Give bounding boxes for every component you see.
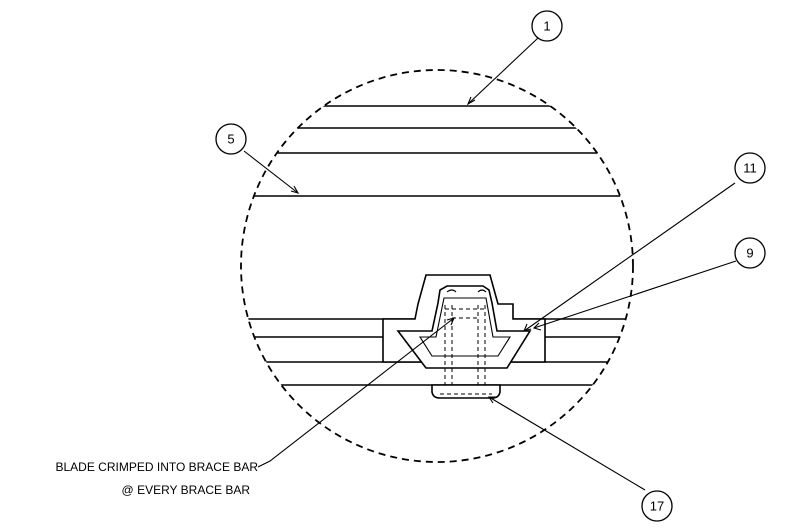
bolt-head — [431, 384, 501, 399]
leader-lines — [243, 37, 737, 491]
balloon-1: 1 — [531, 10, 563, 42]
note-line-1: BLADE CRIMPED INTO BRACE BAR — [56, 460, 259, 474]
blade-cavity — [419, 297, 511, 357]
balloon-11: 11 — [734, 152, 766, 184]
balloon-1-label: 1 — [543, 19, 550, 34]
crimp-note: BLADE CRIMPED INTO BRACE BAR @ EVERY BRA… — [56, 460, 259, 497]
blade-top-nubs — [446, 289, 487, 293]
detail-boundary-circle — [240, 69, 634, 463]
balloon-17: 17 — [641, 490, 673, 522]
balloon-17-label: 17 — [650, 499, 664, 514]
balloon-9-label: 9 — [746, 246, 753, 261]
note-line-2: @ EVERY BRACE BAR — [122, 483, 251, 497]
balloon-9: 9 — [734, 237, 766, 269]
balloon-11-label: 11 — [743, 161, 757, 176]
blade-profile — [396, 285, 532, 369]
balloon-5-label: 5 — [227, 132, 234, 147]
balloon-5: 5 — [215, 123, 247, 155]
